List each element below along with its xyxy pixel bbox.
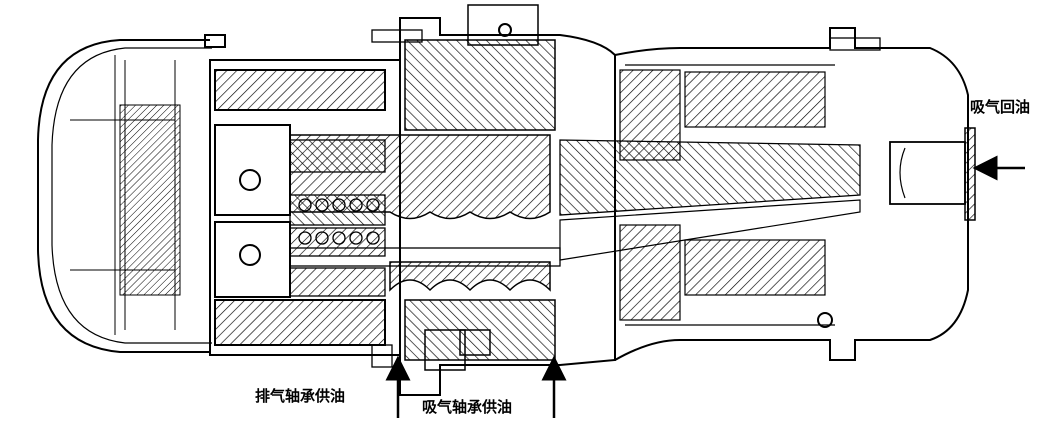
male-rotor — [289, 134, 551, 220]
label-discharge-bearing-oil: 排气轴承供油 — [255, 387, 346, 405]
label-suction-return-oil: 吸气回油 — [970, 98, 1031, 116]
female-rotor — [389, 261, 551, 292]
suction-inlet-pipe — [889, 141, 966, 205]
top-port-block — [467, 4, 539, 46]
label-suction-bearing-oil: 吸气轴承供油 — [422, 398, 513, 416]
rotor-housing — [399, 17, 616, 396]
discharge-bearing-housing-lower — [214, 221, 291, 298]
discharge-end-cover — [37, 39, 210, 353]
